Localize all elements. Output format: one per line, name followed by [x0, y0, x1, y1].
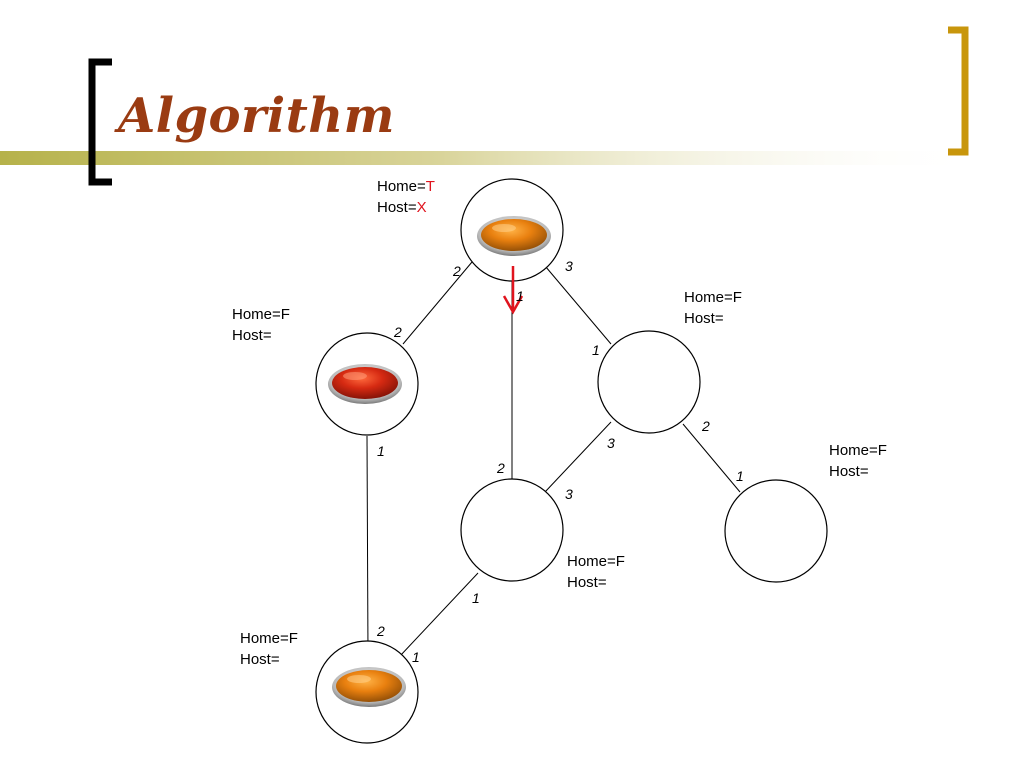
home-value: F — [288, 630, 298, 647]
port-label: 1 — [592, 342, 600, 358]
home-value: T — [425, 178, 435, 195]
port-label: 1 — [412, 649, 420, 665]
bracket-right-icon — [948, 26, 969, 156]
home-label: Home= — [232, 306, 281, 323]
edge-left-bottom — [366, 435, 369, 657]
port-label: 1 — [736, 468, 744, 484]
home-value: F — [877, 442, 887, 459]
edge-top-right — [539, 259, 612, 345]
node-label-bottom: Home=F Host= — [240, 628, 298, 670]
home-label: Home= — [829, 442, 878, 459]
port-label: 3 — [565, 258, 573, 274]
port-label: 1 — [516, 288, 524, 304]
port-label: 3 — [565, 486, 573, 502]
arrow-down-icon — [502, 266, 524, 315]
node-center — [460, 478, 564, 582]
home-value: F — [732, 289, 742, 306]
slide-title: Algorithm — [118, 88, 395, 144]
port-label: 2 — [377, 623, 385, 639]
port-label: 1 — [377, 443, 385, 459]
host-label: Host= — [567, 574, 607, 591]
node-label-right: Home=F Host= — [684, 287, 742, 329]
node-far-right — [724, 479, 828, 583]
home-value: F — [280, 306, 290, 323]
agent-icon — [328, 364, 402, 404]
agent-icon — [477, 216, 551, 256]
edge-right-center — [544, 421, 612, 493]
home-label: Home= — [684, 289, 733, 306]
host-value: X — [416, 199, 427, 216]
agent-icon — [332, 667, 406, 707]
home-label: Home= — [240, 630, 289, 647]
port-label: 2 — [394, 324, 402, 340]
host-label: Host= — [232, 327, 272, 344]
host-label: Host= — [240, 651, 280, 668]
node-right — [597, 330, 701, 434]
node-label-left: Home=F Host= — [232, 304, 290, 346]
node-label-far-right: Home=F Host= — [829, 440, 887, 482]
port-label: 2 — [453, 263, 461, 279]
host-label: Host= — [829, 463, 869, 480]
port-label: 3 — [607, 435, 615, 451]
home-value: F — [615, 553, 625, 570]
host-label: Host= — [377, 199, 417, 216]
edge-top-left — [402, 261, 473, 345]
port-label: 1 — [472, 590, 480, 606]
node-label-top: Home=T Host=X — [377, 176, 435, 218]
edge-right-farright — [682, 423, 741, 493]
home-label: Home= — [377, 178, 426, 195]
port-label: 2 — [497, 460, 505, 476]
home-label: Home= — [567, 553, 616, 570]
edge-center-bottom — [399, 572, 479, 657]
host-label: Host= — [684, 310, 724, 327]
bracket-left-icon — [88, 58, 112, 186]
title-band — [0, 151, 980, 165]
port-label: 2 — [702, 418, 710, 434]
node-label-center: Home=F Host= — [567, 551, 625, 593]
